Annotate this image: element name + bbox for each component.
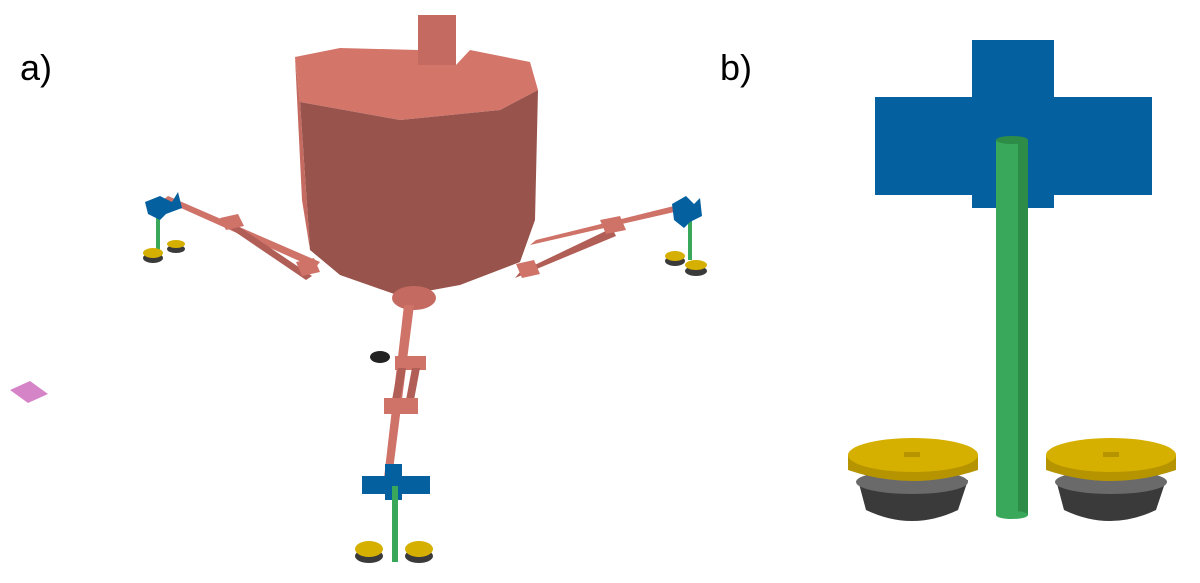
front-leg [355, 305, 433, 563]
front-blue-bracket [362, 464, 430, 500]
front-strut-clamp-1 [395, 356, 426, 370]
panel-a-label: a) [20, 47, 53, 88]
detail-left-pad [848, 438, 978, 521]
left-pad-2 [167, 240, 185, 248]
left-leg [143, 192, 320, 280]
body-chimney [418, 15, 456, 65]
body-nozzle [392, 286, 436, 310]
front-strut-brace-1 [392, 368, 406, 400]
body-top-face [295, 48, 538, 120]
right-strut-clamp [600, 216, 626, 234]
detail-green-rod-bottom [996, 511, 1028, 519]
pink-marker [10, 381, 48, 403]
front-pad-2 [405, 541, 433, 557]
right-leg [515, 196, 707, 278]
right-strut-joint [516, 260, 540, 278]
detail-blue-bracket [875, 40, 1152, 208]
right-green-rod [688, 218, 692, 260]
right-blue-bracket [672, 196, 702, 228]
lander-body [295, 15, 538, 310]
front-pad-1 [355, 541, 383, 557]
left-strut-lower [225, 222, 312, 280]
left-strut-joint [296, 258, 320, 276]
right-pad-1 [665, 251, 685, 261]
detail-right-pad [1046, 438, 1176, 521]
body-front-face [300, 90, 538, 296]
left-pad-1 [143, 248, 163, 258]
black-disc [370, 351, 390, 363]
detail-right-pad-slot [1103, 452, 1119, 457]
front-strut-brace-2 [406, 368, 420, 400]
detail-left-pad-slot [904, 452, 920, 457]
left-green-rod [156, 212, 160, 250]
right-pad-2 [685, 260, 707, 270]
panel-b-label: b) [720, 47, 753, 88]
detail-green-rod [996, 136, 1028, 519]
detail-green-rod-top [996, 136, 1028, 144]
panel-a-drawing [10, 15, 707, 563]
left-blue-bracket [145, 192, 182, 220]
body-left-facet [295, 57, 310, 250]
panel-b-drawing [848, 40, 1176, 521]
front-strut-clamp-2 [384, 398, 418, 414]
front-green-rod [392, 486, 398, 562]
detail-green-rod-shade [1018, 140, 1028, 515]
left-strut-clamp [220, 214, 244, 230]
right-strut-lower [515, 228, 616, 278]
